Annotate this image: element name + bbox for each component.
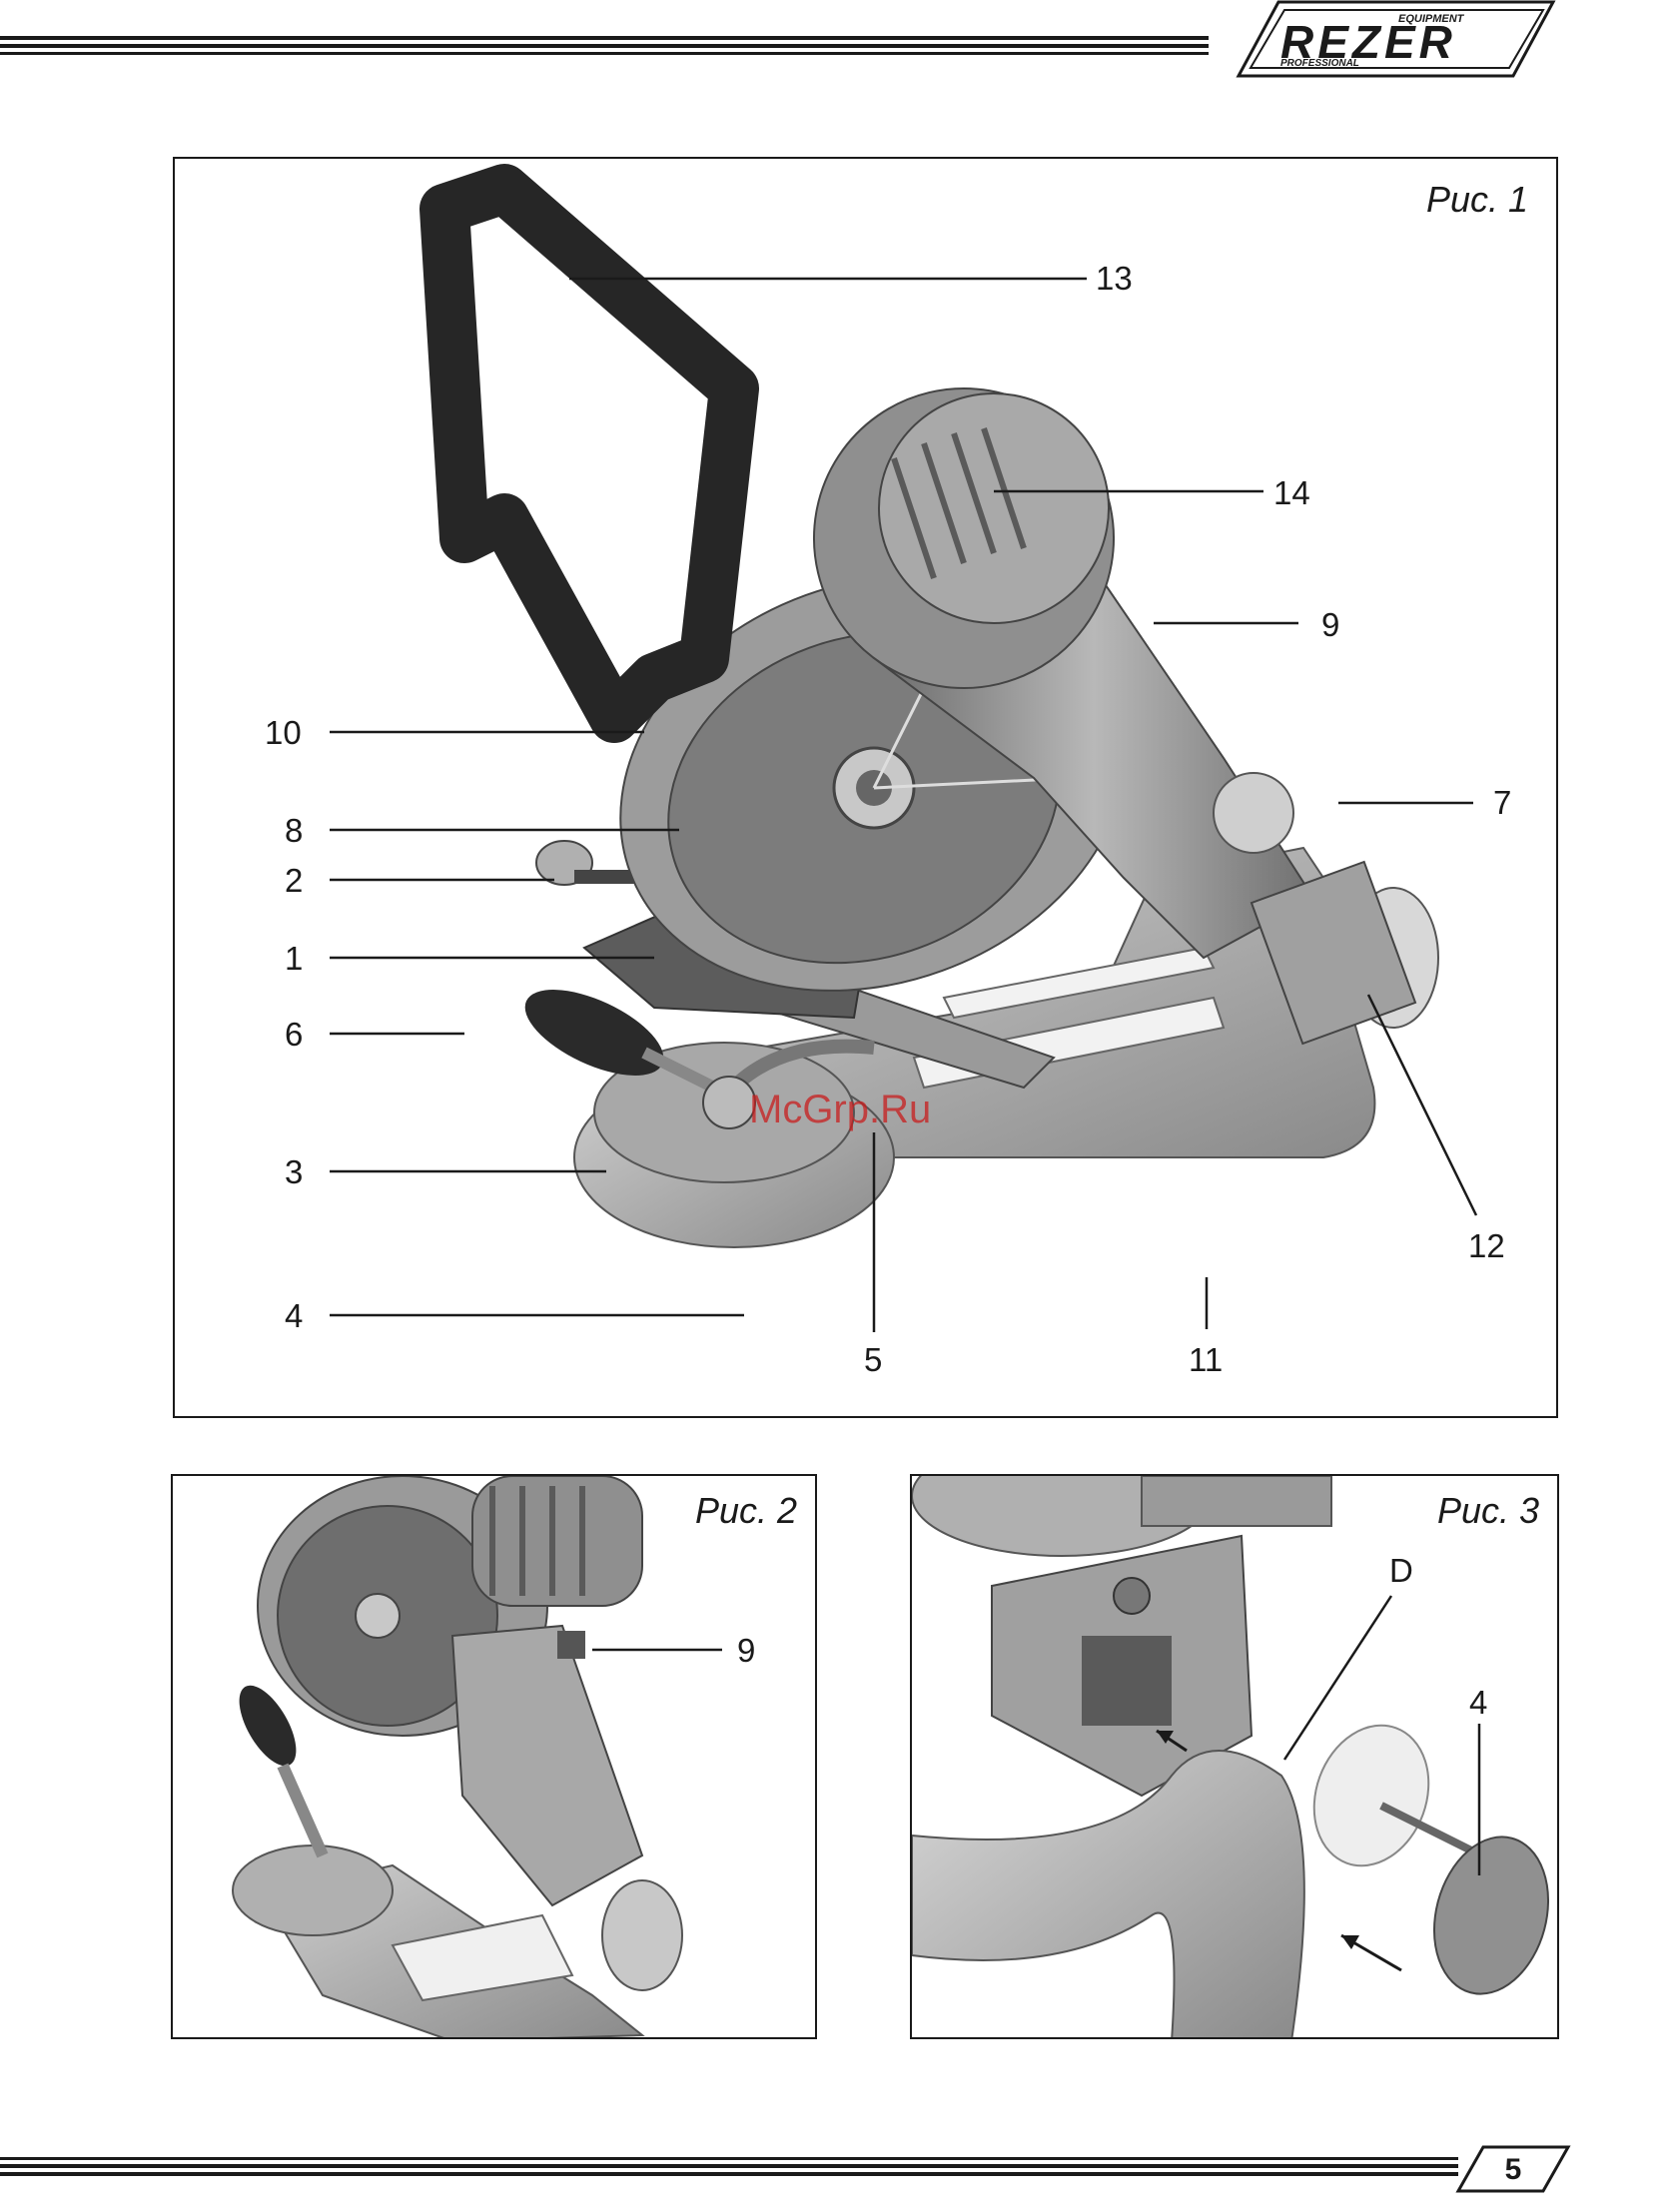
brand-logo: EQUIPMENT REZER PROFESSIONAL (1199, 0, 1558, 80)
fig3-callout-d: D (1389, 1554, 1413, 1587)
page-number-box: 5 (1453, 2145, 1573, 2193)
footer-rule (0, 2157, 1458, 2179)
callout-10: 10 (265, 716, 302, 749)
figure-1-illustration (175, 159, 1558, 1418)
figure-2-title: Рис. 2 (695, 1490, 797, 1532)
watermark: McGrp.Ru (749, 1088, 931, 1132)
fig3-callout-4: 4 (1469, 1686, 1487, 1719)
fig2-callout-9: 9 (737, 1634, 755, 1667)
figure-1: Рис. 1 13 14 9 10 7 8 2 1 6 3 12 4 5 11 … (173, 157, 1558, 1418)
figure-3-title: Рис. 3 (1437, 1490, 1539, 1532)
callout-2: 2 (285, 864, 303, 897)
figure-2-illustration (173, 1476, 817, 2039)
callout-4: 4 (285, 1299, 303, 1332)
figure-3: Рис. 3 D 4 (910, 1474, 1559, 2039)
callout-3: 3 (285, 1155, 303, 1188)
callout-6: 6 (285, 1018, 303, 1051)
figure-2: Рис. 2 9 (171, 1474, 817, 2039)
callout-7: 7 (1493, 786, 1511, 819)
callout-13: 13 (1096, 262, 1133, 295)
callout-5: 5 (864, 1343, 882, 1376)
callout-12: 12 (1468, 1229, 1505, 1262)
callout-14: 14 (1273, 476, 1310, 509)
callout-1: 1 (285, 942, 303, 975)
figure-1-title: Рис. 1 (1426, 179, 1528, 221)
brand-bottom-text: PROFESSIONAL (1280, 58, 1359, 69)
figure-3-illustration (912, 1476, 1559, 2039)
callout-9: 9 (1321, 608, 1339, 641)
header-rule (0, 36, 1209, 56)
callout-8: 8 (285, 814, 303, 847)
callout-11: 11 (1189, 1343, 1223, 1376)
page-number: 5 (1453, 2153, 1573, 2187)
